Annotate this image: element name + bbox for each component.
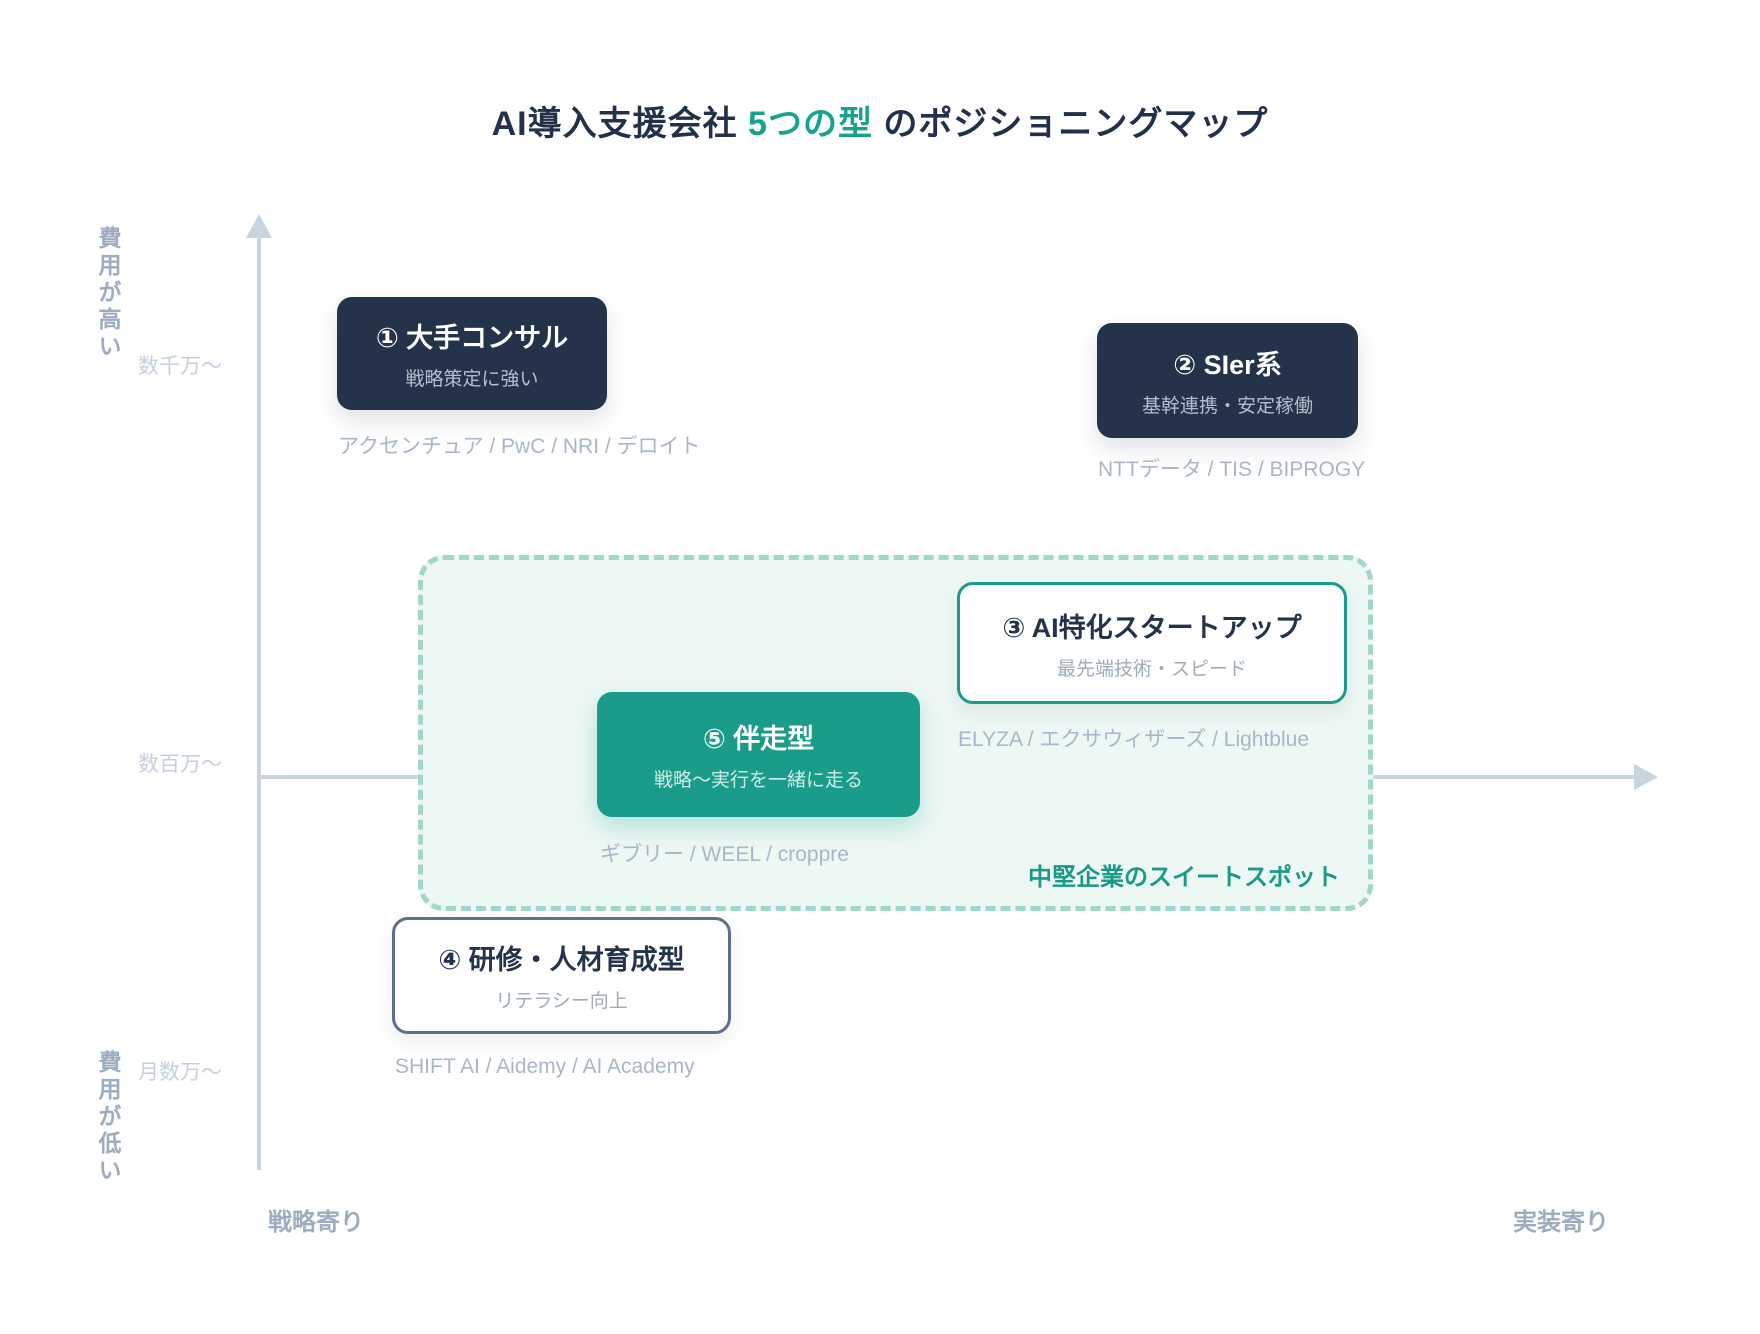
type-box-title: ③ AI特化スタートアップ (1002, 612, 1302, 643)
type-box-title: ② SIer系 (1173, 350, 1282, 380)
company-list-ai-startup: ELYZA / エクサウィザーズ / Lightblue (958, 728, 1310, 751)
y-axis-high-label: 費用が高い (95, 226, 121, 361)
y-tick-tens-of-millions: 数千万〜 (138, 355, 222, 378)
x-axis-arrow-icon (1634, 764, 1658, 790)
company-list-major-consulting: アクセンチュア / PwC / NRI / デロイト (338, 435, 701, 458)
page-title: AI導入支援会社 5つの型 のポジショニングマップ (0, 96, 1760, 145)
y-tick-monthly: 月数万〜 (138, 1061, 222, 1084)
x-axis-implementation-label: 実装寄り (1513, 1209, 1609, 1236)
type-box-title: ① 大手コンサル (375, 323, 569, 353)
type-box-subtitle: リテラシー向上 (495, 991, 628, 1012)
y-tick-millions: 数百万〜 (138, 753, 222, 776)
company-list-training: SHIFT AI / Aidemy / AI Academy (395, 1055, 695, 1078)
company-list-companion: ギブリー / WEEL / croppre (600, 843, 849, 866)
type-box-subtitle: 基幹連携・安定稼働 (1141, 396, 1313, 417)
y-axis-line (257, 238, 261, 1170)
type-box-training: ④ 研修・人材育成型 リテラシー向上 (392, 917, 731, 1034)
page-title-prefix: AI導入支援会社 (491, 105, 749, 143)
company-list-sier: NTTデータ / TIS / BIPROGY (1098, 458, 1366, 481)
y-axis-arrow-icon (246, 214, 272, 238)
sweet-spot-label: 中堅企業のスイートスポット (1028, 864, 1340, 891)
type-box-sier: ② SIer系 基幹連携・安定稼働 (1097, 323, 1358, 438)
type-box-ai-startup: ③ AI特化スタートアップ 最先端技術・スピード (957, 582, 1347, 704)
type-box-subtitle: 戦略〜実行を一緒に走る (653, 770, 863, 791)
type-box-subtitle: 戦略策定に強い (405, 369, 539, 390)
type-box-subtitle: 最先端技術・スピード (1056, 658, 1247, 680)
page-title-suffix: のポジショニングマップ (872, 105, 1269, 143)
type-box-title: ⑤ 伴走型 (702, 724, 815, 754)
type-box-major-consulting: ① 大手コンサル 戦略策定に強い (337, 297, 607, 410)
y-axis-low-label: 費用が低い (95, 1050, 121, 1185)
type-box-companion: ⑤ 伴走型 戦略〜実行を一緒に走る (597, 692, 920, 817)
type-box-title: ④ 研修・人材育成型 (438, 945, 685, 975)
x-axis-strategy-label: 戦略寄り (268, 1209, 364, 1236)
page-title-accent: 5つの型 (748, 105, 873, 143)
